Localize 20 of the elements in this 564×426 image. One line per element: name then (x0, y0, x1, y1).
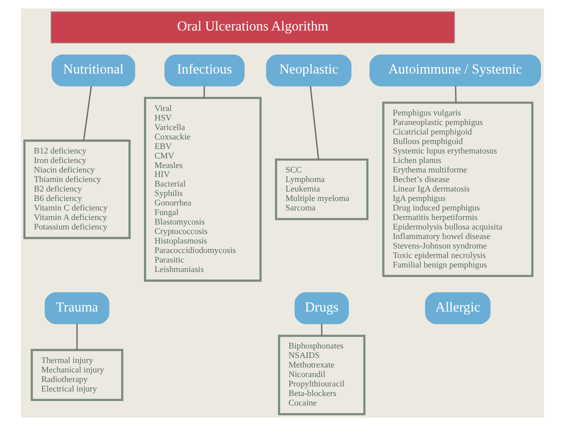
node-box: Allergic (424, 292, 490, 324)
connector (82, 86, 92, 141)
node-box: Nutritional (51, 54, 135, 86)
node-box: Autoimmune / Systemic (369, 54, 540, 86)
connector (320, 324, 322, 336)
node-box: SCC Lymphoma Leukemia Multiple myeloma Sarcoma (274, 158, 368, 220)
connector (76, 324, 78, 350)
connector (454, 86, 456, 103)
node-box: Oral Ulcerations Algorithm (50, 11, 454, 44)
node-box: Viral HSV Varicella Coxsackie EBV CMV Measles HIV Bacterial Syphilis Gonorrhea Fungal Blastomycosis Cryptococcosis Histoplasmosis Paracoccidiodomycosis Parasitic Leishmaniasis (144, 96, 262, 282)
connector (202, 86, 204, 98)
node-box: Biphosphonates NSAIDS Methotrexate Nicorandil Propylthiouracil Beta-blockers Cocaine (277, 334, 365, 416)
node-box: Pemphigus vulgaris Paraneoplastic pemphigus Cicatricial pemphigoid Bullous pemphigoid Systemic lupus erythematosus Lichen planus Erythema multiforme Bechet’s disease Linear IgA dermatosis IgA pemphigus Drug induced pemphigus Dermatitis herpetiformis Epidermolysis bullosa acquisita Inflammatory bowel disease Stevens-Johnson syndrome Toxic epidermal necrolysis Familial benign pemphigus (382, 102, 533, 277)
node-box: Infectious (164, 54, 244, 86)
node-box: B12 deficiency Iron deficiency Niacin deficiency Thiamin deficiency B2 deficiency B6 deficiency Vitamin C deficiency Vitamin A deficiency Potassium deficiency (22, 140, 130, 240)
node-box: Thermal injury Mechanical injury Radiotherapy Electrical injury (30, 348, 123, 402)
node-box: Neoplastic (266, 54, 351, 86)
connector (309, 86, 319, 160)
node-box: Trauma (44, 292, 109, 324)
node-box: Drugs (294, 292, 348, 324)
